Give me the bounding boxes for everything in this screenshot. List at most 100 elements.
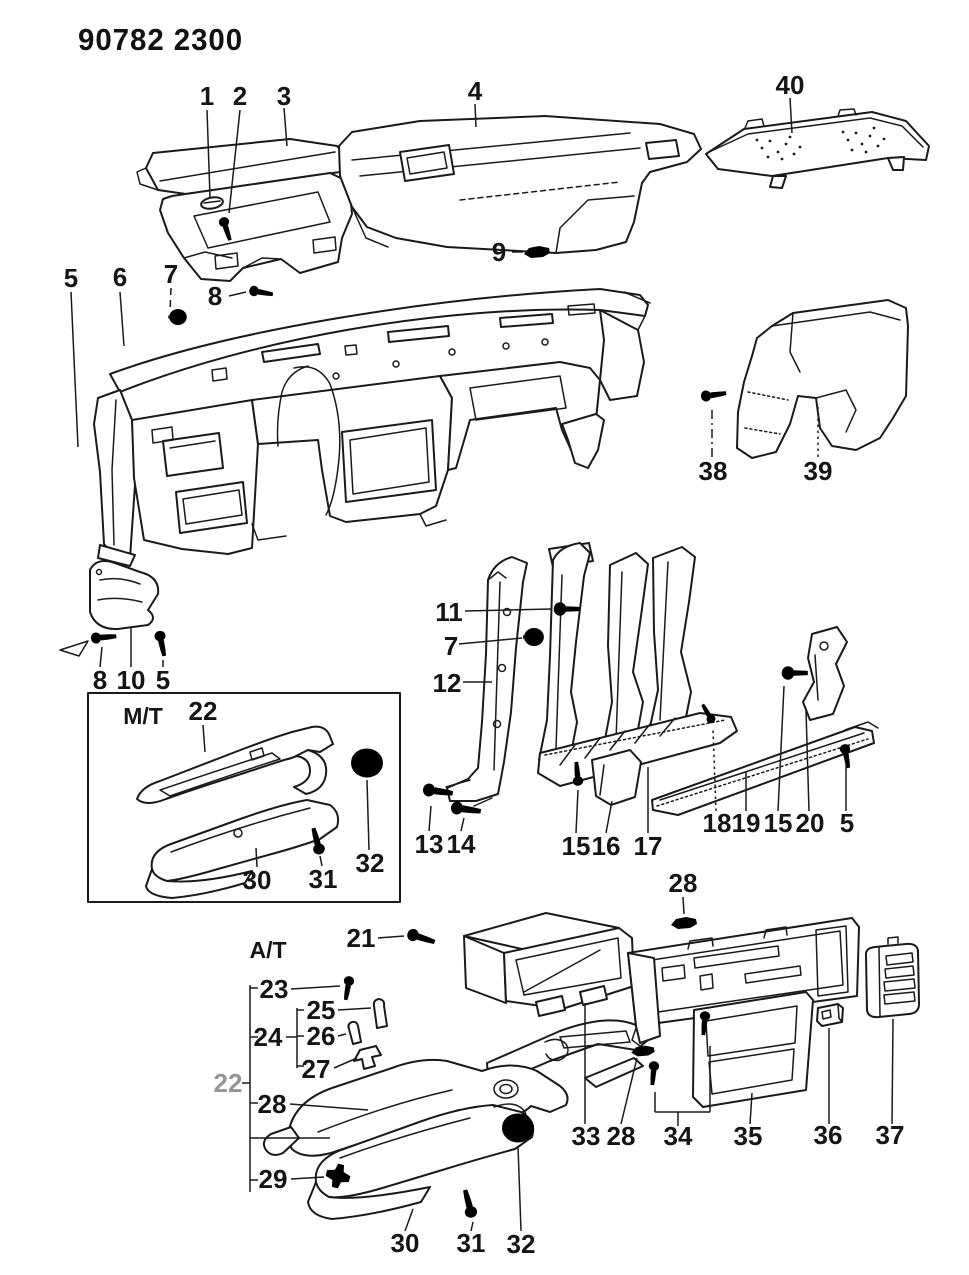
leader-line	[474, 103, 477, 128]
leader-line	[169, 287, 172, 313]
leader-line	[460, 817, 465, 832]
part-vent-louver-drawing	[864, 936, 920, 1019]
leader-line	[290, 985, 341, 990]
leader-line	[777, 685, 785, 812]
callout-40: 40	[776, 70, 805, 100]
callout-2: 2	[233, 81, 247, 111]
callout-28: 28	[258, 1089, 287, 1119]
callout-6: 6	[113, 262, 127, 292]
part-cluster-hood-drawing	[136, 138, 353, 282]
callout-9: 9	[492, 237, 506, 267]
part-center-bezel-drawing	[627, 917, 860, 1108]
callout-37: 37	[876, 1120, 905, 1150]
part-instrument-panel-drawing	[93, 285, 651, 567]
leader-line	[337, 1007, 372, 1011]
callout-15: 15	[562, 831, 591, 861]
leader-line	[749, 1092, 753, 1125]
leader-line	[255, 847, 258, 868]
callout-30: 30	[391, 1228, 420, 1258]
leader-line	[805, 709, 810, 812]
callout-22: 22	[189, 696, 218, 726]
callout-38: 38	[699, 456, 728, 486]
callout-14: 14	[447, 829, 476, 859]
callout-8: 8	[93, 665, 107, 695]
callout-15: 15	[764, 808, 793, 838]
callout-4: 4	[468, 76, 483, 106]
callout-36: 36	[814, 1120, 843, 1150]
leader-line	[333, 1057, 358, 1069]
leader-line	[377, 935, 405, 939]
mt-section-box	[87, 692, 401, 903]
callout-23: 23	[260, 974, 289, 1004]
part-center-frame-drawing	[422, 542, 738, 818]
part-clip-36-drawing	[816, 1003, 844, 1027]
callout-at: A/T	[249, 937, 286, 963]
leader-line	[620, 1057, 638, 1125]
callout-12: 12	[433, 668, 462, 698]
callout-39: 39	[804, 456, 833, 486]
callout-32: 32	[507, 1229, 536, 1259]
leader-line	[891, 1018, 894, 1125]
callout-5: 5	[840, 808, 854, 838]
callout-18: 18	[703, 808, 732, 838]
callout-25: 25	[307, 995, 336, 1025]
callout-16: 16	[592, 831, 621, 861]
part-lower-rail-drawing	[651, 626, 879, 816]
callout-35: 35	[734, 1121, 763, 1151]
part-bracket-10-drawing	[59, 560, 170, 658]
leader-line	[290, 1176, 325, 1180]
leader-line	[319, 855, 323, 867]
leader-line	[202, 724, 206, 753]
leader-line	[464, 608, 552, 612]
callout-5: 5	[156, 665, 170, 695]
leader-line	[428, 805, 432, 832]
callout-31: 31	[309, 864, 338, 894]
callout-10: 10	[117, 665, 146, 695]
leader-line	[366, 779, 370, 851]
callout-1: 1	[200, 81, 214, 111]
callout-33: 33	[572, 1121, 601, 1151]
leader-line	[605, 800, 613, 834]
callout-21: 21	[347, 923, 376, 953]
callout-24: 24	[254, 1022, 283, 1052]
leader-line	[789, 97, 793, 134]
page-title: 90782 2300	[78, 22, 244, 57]
leader-line	[517, 1145, 522, 1232]
callout-mt: M/T	[123, 703, 163, 729]
leader-lines	[70, 97, 894, 1232]
callout-30: 30	[243, 865, 272, 895]
leader-line	[458, 637, 523, 645]
callout-11: 11	[435, 597, 463, 627]
callout-8: 8	[208, 281, 222, 311]
part-side-cover-drawing	[700, 299, 909, 459]
leader-line	[70, 291, 79, 448]
leader-line	[99, 646, 103, 668]
callout-32: 32	[356, 848, 385, 878]
callout-5: 5	[64, 263, 78, 293]
callout-7: 7	[444, 631, 458, 661]
leader-line	[575, 789, 579, 834]
callout-31: 31	[457, 1228, 486, 1258]
callout-20: 20	[796, 808, 825, 838]
leader-line	[712, 728, 717, 812]
callout-29: 29	[259, 1164, 288, 1194]
leader-line	[283, 107, 288, 147]
callout-27: 27	[302, 1054, 331, 1084]
callout-3: 3	[277, 81, 291, 111]
callout-34: 34	[664, 1121, 693, 1151]
part-storage-box-drawing	[463, 912, 635, 1017]
callout-28: 28	[669, 868, 698, 898]
leader-line	[470, 1221, 474, 1232]
callout-22: 22	[214, 1068, 243, 1098]
callout-7: 7	[164, 259, 178, 289]
leader-line	[119, 291, 125, 347]
leader-line	[228, 109, 241, 214]
leader-line	[682, 896, 685, 915]
leader-line	[337, 1033, 347, 1037]
part-speaker-grille-drawing	[705, 108, 930, 189]
leader-line	[289, 1103, 369, 1111]
leader-line	[404, 1208, 414, 1232]
part-instrument-pad-drawing	[338, 115, 702, 254]
